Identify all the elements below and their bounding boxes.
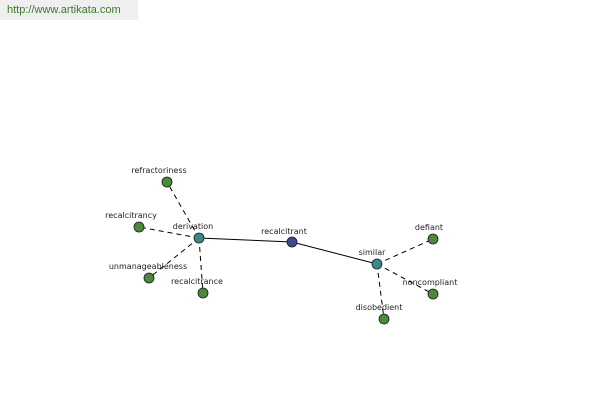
edge-recalcitrant-derivation xyxy=(198,237,293,243)
node-label-similar[interactable]: similar xyxy=(359,248,387,257)
node-similar[interactable] xyxy=(371,258,383,270)
edge-derivation-unmanageableness xyxy=(148,237,200,279)
node-label-derivation[interactable]: derivation xyxy=(173,222,213,231)
node-label-disobedient[interactable]: disobedient xyxy=(356,303,403,312)
edge-similar-defiant xyxy=(376,238,434,265)
node-recalcitrancy[interactable] xyxy=(133,221,145,233)
node-label-unmanageableness[interactable]: unmanageableness xyxy=(109,262,187,271)
node-unmanageableness[interactable] xyxy=(143,272,155,284)
node-recalcitrant[interactable] xyxy=(286,236,298,248)
node-defiant[interactable] xyxy=(427,233,439,245)
nodes-layer xyxy=(133,176,439,325)
node-label-refractoriness[interactable]: refractoriness xyxy=(131,166,186,175)
source-url-text[interactable]: http://www.artikata.com xyxy=(7,4,121,16)
node-label-recalcitrant[interactable]: recalcitrant xyxy=(261,227,307,236)
node-noncompliant[interactable] xyxy=(427,288,439,300)
node-label-recalcitrancy[interactable]: recalcitrancy xyxy=(105,211,157,220)
source-url-banner: http://www.artikata.com xyxy=(0,0,138,20)
edge-derivation-recalcitrancy xyxy=(138,226,200,239)
edge-similar-noncompliant xyxy=(376,263,434,295)
edge-derivation-recalcitrance xyxy=(198,237,204,294)
edge-recalcitrant-similar xyxy=(291,241,378,265)
edge-similar-disobedient xyxy=(376,263,385,320)
edges-layer xyxy=(138,181,434,320)
node-disobedient[interactable] xyxy=(378,313,390,325)
node-derivation[interactable] xyxy=(193,232,205,244)
edge-derivation-refractoriness xyxy=(166,181,200,239)
node-label-recalcitrance[interactable]: recalcitrance xyxy=(171,277,223,286)
node-refractoriness[interactable] xyxy=(161,176,173,188)
node-recalcitrance[interactable] xyxy=(197,287,209,299)
node-label-noncompliant[interactable]: noncompliant xyxy=(403,278,458,287)
labels-layer: recalcitrant derivation similar refractorin… xyxy=(105,166,457,312)
node-label-defiant[interactable]: defiant xyxy=(415,223,443,232)
